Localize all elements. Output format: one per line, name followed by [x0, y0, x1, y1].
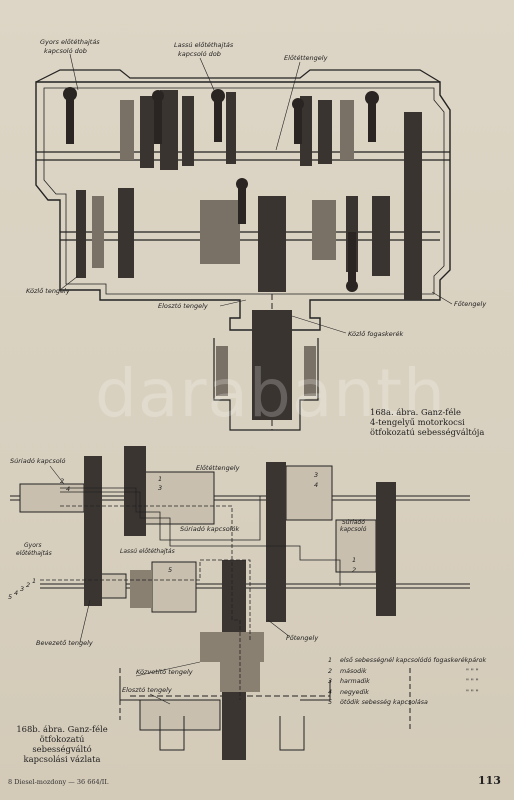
- caption-168a-line1: 168a. ábra. Ganz-féle: [370, 407, 461, 417]
- caption-168a-line3: ötfokozatú sebességváltója: [370, 427, 485, 437]
- caption-168a: 168a. ábra. Ganz-féle 4-tengelyű motorko…: [370, 407, 484, 437]
- num-4-a: 4: [66, 485, 70, 493]
- num-4-b: 4: [314, 481, 318, 489]
- label-suriado-b: Súriadó kapcsoló: [10, 457, 65, 465]
- num-2-b: 2: [352, 566, 356, 574]
- num-3-b: 3: [314, 471, 318, 479]
- caption-168b-line3: kapcsolási vázlata: [23, 754, 101, 764]
- label-elotet-b: Előtéttengely: [196, 463, 240, 472]
- label-gyors-1: Gyors előtéthajtás: [40, 37, 100, 46]
- num-1-a: 1: [158, 475, 162, 483]
- num-4-c: 4: [14, 589, 18, 597]
- caption-168a-line2: 4-tengelyű motorkocsi: [370, 417, 465, 427]
- label-gyors-b2: előtéthajtás: [16, 550, 52, 557]
- num-3-c: 3: [20, 585, 24, 593]
- label-gyors-b1: Gyors: [24, 542, 41, 549]
- label-eloszto-a: Elosztó tengely: [158, 302, 208, 310]
- label-kozlo-a: Közlő tengely: [26, 286, 70, 295]
- num-2-c: 2: [26, 581, 30, 589]
- num-2-a: 2: [60, 477, 64, 485]
- label-kozvetito: Közvetítő tengely: [136, 667, 193, 676]
- label-fotengely-b: Főtengely: [286, 633, 318, 642]
- num-5-a: 5: [168, 566, 172, 574]
- num-3-a: 3: [158, 484, 162, 492]
- label-lassu-1: Lassú előtéthajtás: [174, 40, 234, 49]
- label-bevezeto: Bevezető tengely: [36, 638, 93, 647]
- num-5-b: 5: [8, 593, 12, 601]
- label-lassu-b: Lassú előtéthajtás: [120, 548, 175, 555]
- watermark: darabanth: [95, 355, 446, 432]
- page-footer: 8 Diesel-mozdony — 36 664/II.: [8, 778, 109, 786]
- label-lassu-2: kapcsoló dob: [178, 50, 221, 58]
- label-suriado-r2: kapcsoló: [340, 526, 367, 533]
- num-1-b: 1: [352, 556, 356, 564]
- caption-168b-line2: ötfokozatú sebességváltó: [32, 734, 92, 754]
- caption-168b-line1: 168b. ábra. Ganz-féle: [16, 724, 108, 734]
- label-elotet-a: Előtéttengely: [284, 53, 328, 62]
- caption-168b: 168b. ábra. Ganz-féle ötfokozatú sebessé…: [10, 724, 114, 764]
- label-suriado-kapcsolok: Súriadó kapcsolók: [180, 525, 239, 533]
- label-suriado-r1: Súriadó: [342, 519, 365, 526]
- label-fogaskerek: Közlő fogaskerék: [348, 329, 403, 338]
- label-eloszto-b: Elosztó tengely: [122, 686, 172, 694]
- label-gyors-2: kapcsoló dob: [44, 47, 87, 55]
- num-1-c: 1: [32, 577, 36, 585]
- label-fotengely-a: Főtengely: [454, 299, 486, 308]
- page-number: 113: [478, 774, 501, 787]
